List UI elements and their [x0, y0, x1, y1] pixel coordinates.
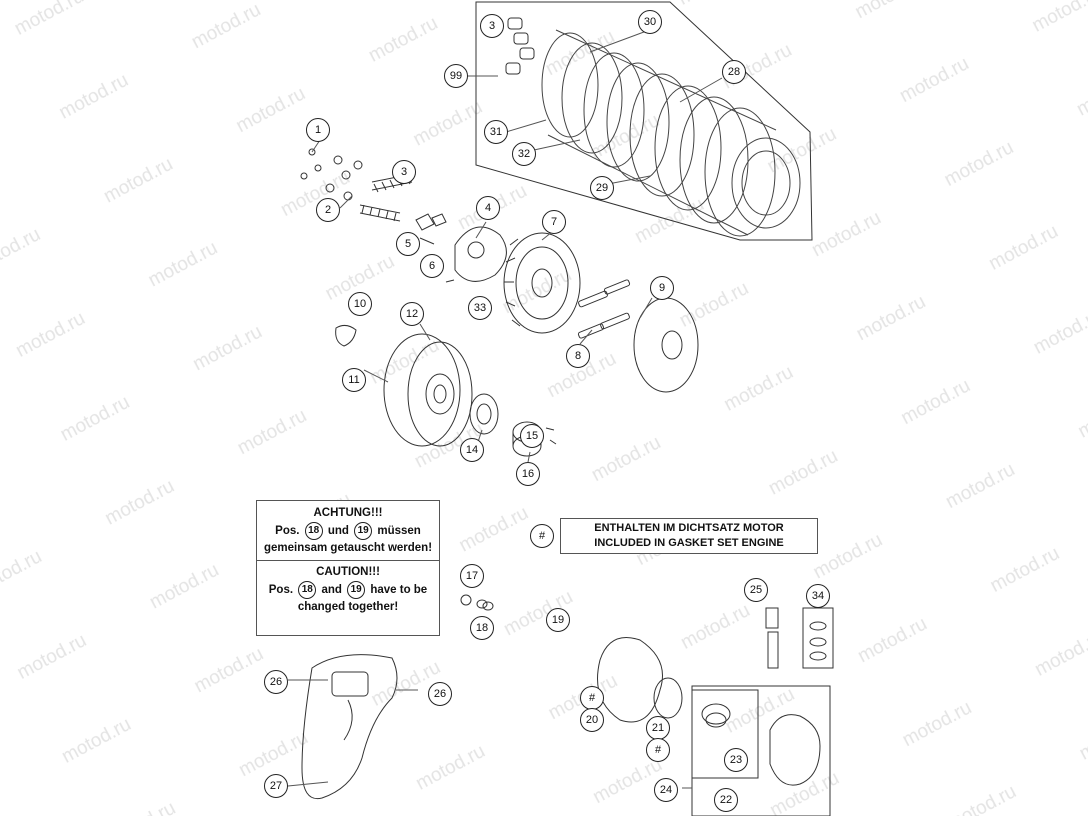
callout-18: 18: [470, 616, 494, 640]
callout-2: 2: [316, 198, 340, 222]
callout-12: 12: [400, 302, 424, 326]
caution-line1: Pos. 18 and 19 have to be: [257, 581, 439, 600]
callout-29: 29: [590, 176, 614, 200]
callout-24: 24: [654, 778, 678, 802]
gasket-line-de: ENTHALTEN IM DICHTSATZ MOTOR: [594, 522, 784, 534]
callout-27: 27: [264, 774, 288, 798]
callout-20: 20: [580, 708, 604, 732]
callout-30: 30: [638, 10, 662, 34]
clutch-kit-frame: [475, 1, 813, 241]
callout-9: 9: [650, 276, 674, 300]
callout-19: 19: [546, 608, 570, 632]
primary-gear-part: [335, 324, 473, 447]
callout-34: 34: [806, 584, 830, 608]
callout-16: 16: [516, 462, 540, 486]
callout-11: 11: [342, 368, 366, 392]
seal-ring-part: [460, 594, 494, 611]
caution-title: CAUTION!!!: [316, 566, 380, 579]
callout-7: 7: [542, 210, 566, 234]
gasket-line-en: INCLUDED IN GASKET SET ENGINE: [594, 537, 784, 549]
callout-8: 8: [566, 344, 590, 368]
bolts-8-part: [577, 279, 631, 339]
callout-99: 99: [444, 64, 468, 88]
callout-33: 33: [468, 296, 492, 320]
callout-6: 6: [420, 254, 444, 278]
callout-25: 25: [744, 578, 768, 602]
caution-note: ACHTUNG!!! Pos. 18 und 19 müssen gemeins…: [256, 500, 440, 636]
clutch-cover-part: [301, 654, 398, 800]
callout-32: 32: [512, 142, 536, 166]
callout-23: 23: [724, 748, 748, 772]
achtung-title: ACHTUNG!!!: [313, 507, 383, 519]
callout-26-left: 26: [264, 670, 288, 694]
callout-10: 10: [348, 292, 372, 316]
caution-line2: changed together!: [297, 601, 399, 614]
pins-part: [505, 17, 535, 75]
callout-hash-oring: #: [646, 738, 670, 762]
ref-18: 18: [304, 522, 323, 540]
cover-gasket-part: [597, 637, 683, 723]
leader-lines: [287, 25, 723, 789]
callout-15: 15: [520, 424, 544, 448]
callout-21: 21: [646, 716, 670, 740]
callout-28: 28: [722, 60, 746, 84]
callout-17: 17: [460, 564, 484, 588]
callout-31: 31: [484, 120, 508, 144]
gasket-set-note: ENTHALTEN IM DICHTSATZ MOTOR INCLUDED IN…: [560, 518, 818, 554]
clutch-discs-part: [541, 29, 801, 237]
callout-hash-gasket: #: [580, 686, 604, 710]
ref-19: 19: [347, 581, 366, 600]
callout-3: 3: [392, 160, 416, 184]
valve-part: [765, 607, 834, 669]
ref-19: 19: [354, 522, 373, 540]
callout-26-right: 26: [428, 682, 452, 706]
callout-3-kit: 3: [480, 14, 504, 38]
callout-4: 4: [476, 196, 500, 220]
callout-22: 22: [714, 788, 738, 812]
ref-18: 18: [298, 581, 317, 600]
pressure-plate-part: [415, 213, 507, 283]
callout-14: 14: [460, 438, 484, 462]
achtung-line2: gemeinsam getauscht werden!: [263, 542, 433, 555]
achtung-line1: Pos. 18 und 19 müssen: [257, 522, 439, 540]
clutch-basket-part: [503, 232, 581, 334]
callout-5: 5: [396, 232, 420, 256]
callout-1: 1: [306, 118, 330, 142]
callout-hash-legend: #: [530, 524, 554, 548]
